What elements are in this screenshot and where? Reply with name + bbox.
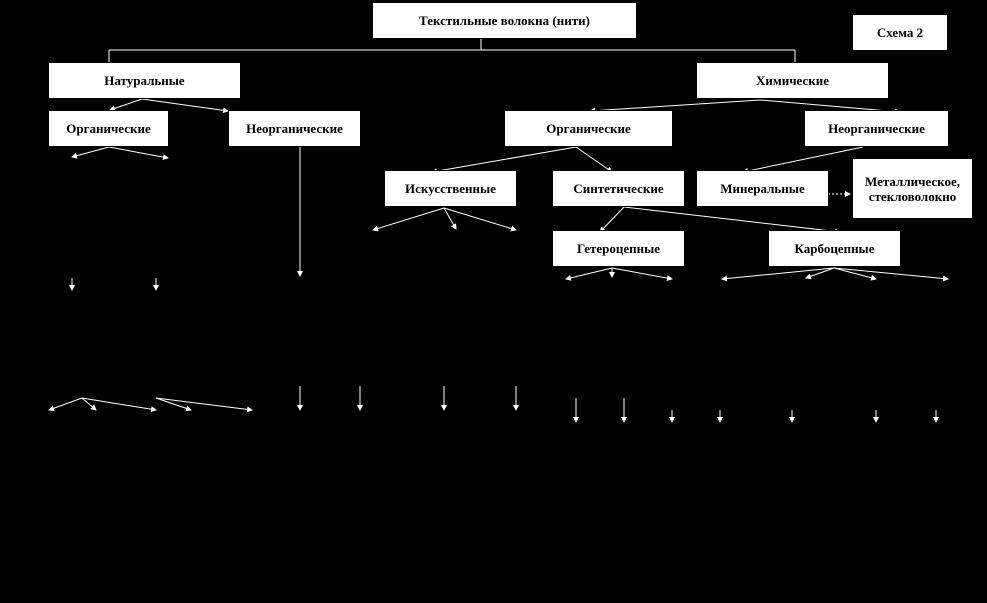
node-chemical-organic: Органические (504, 110, 673, 147)
node-natural-organic: Органические (48, 110, 169, 147)
node-root: Текстильные волокна (нити) (372, 2, 637, 39)
node-chemical-inorganic: Неорганические (804, 110, 949, 147)
node-natural: Натуральные (48, 62, 241, 99)
node-chemical: Химические (696, 62, 889, 99)
node-artificial: Искусственные (384, 170, 517, 207)
node-natural-inorganic: Неорганические (228, 110, 361, 147)
node-carbochain: Карбоцепные (768, 230, 901, 267)
scheme-label: Схема 2 (852, 14, 948, 51)
node-heterochain: Гетероцепные (552, 230, 685, 267)
node-metal-glass: Металлическое, стекловолокно (852, 158, 973, 219)
node-synthetic: Синтетические (552, 170, 685, 207)
node-mineral: Минеральные (696, 170, 829, 207)
